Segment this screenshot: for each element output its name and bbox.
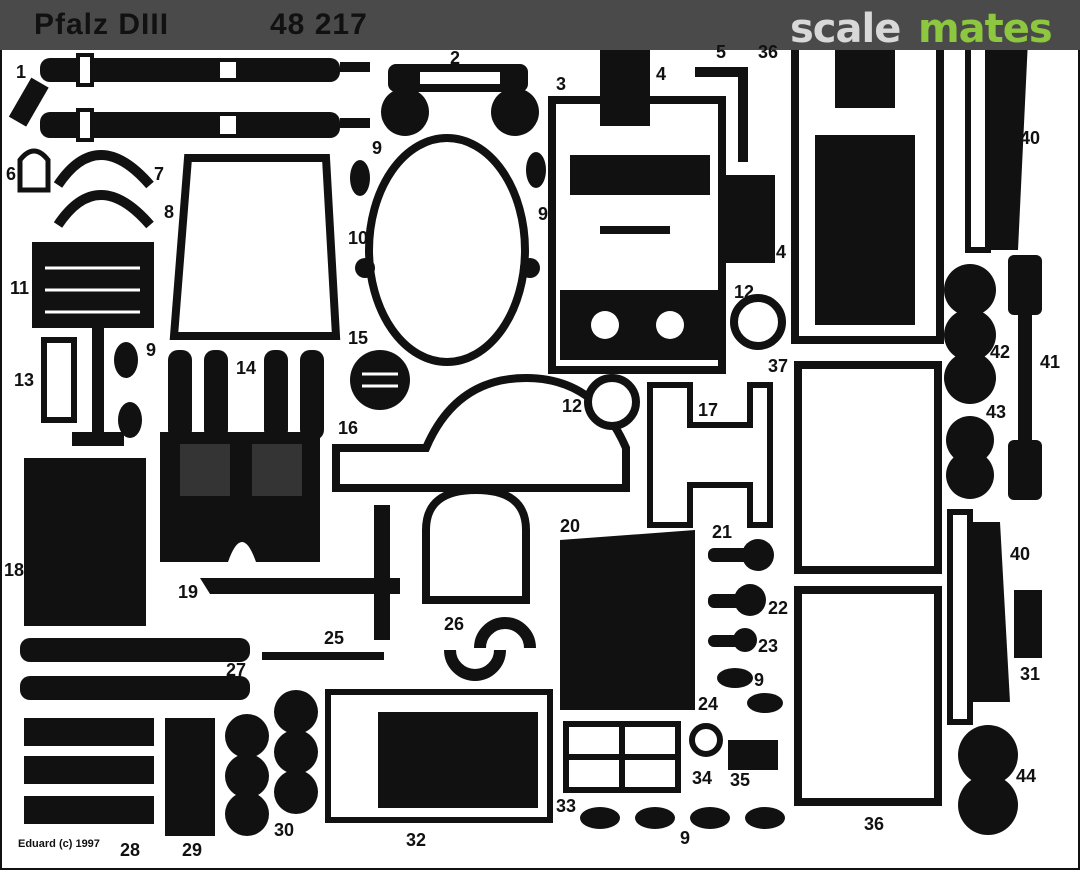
part-13 bbox=[41, 337, 77, 423]
label-40a: 40 bbox=[1020, 128, 1041, 148]
part-28 bbox=[24, 718, 154, 824]
part-2 bbox=[381, 64, 539, 136]
part-3 bbox=[548, 96, 726, 374]
label-17: 17 bbox=[698, 400, 719, 420]
part-42-43-44 bbox=[944, 264, 1018, 835]
part-8 bbox=[53, 190, 154, 229]
label-35: 35 bbox=[730, 770, 751, 790]
label-16: 16 bbox=[338, 418, 359, 438]
sheet-title: Pfalz DIII bbox=[34, 8, 170, 41]
label-31: 31 bbox=[1020, 664, 1041, 684]
label-42: 42 bbox=[990, 342, 1011, 362]
part-25 bbox=[262, 652, 384, 660]
part-4a bbox=[600, 38, 650, 126]
part-5 bbox=[695, 67, 748, 162]
part-34 bbox=[689, 723, 723, 757]
part-10-oval bbox=[365, 134, 529, 366]
label-27: 27 bbox=[226, 660, 247, 680]
part-33 bbox=[563, 721, 681, 793]
part-21-23 bbox=[708, 539, 774, 652]
label-25: 25 bbox=[324, 628, 345, 648]
label-21: 21 bbox=[712, 522, 733, 542]
label-43: 43 bbox=[986, 402, 1007, 422]
label-26: 26 bbox=[444, 614, 465, 634]
label-18: 18 bbox=[4, 560, 25, 580]
label-1: 1 bbox=[16, 62, 27, 82]
label-33: 33 bbox=[556, 796, 577, 816]
label-14: 14 bbox=[236, 358, 257, 378]
label-36: 36 bbox=[864, 814, 885, 834]
copyright: Eduard (c) 1997 bbox=[18, 838, 100, 850]
label-4a: 4 bbox=[656, 64, 667, 84]
part-26 bbox=[444, 649, 506, 681]
part-17 bbox=[647, 382, 773, 528]
label-11: 11 bbox=[10, 278, 30, 298]
part-30 bbox=[225, 690, 318, 836]
part-15 bbox=[350, 350, 410, 410]
part-4b bbox=[720, 175, 775, 263]
part-27 bbox=[20, 638, 250, 700]
part-20 bbox=[560, 530, 695, 710]
label-40b: 40 bbox=[1010, 544, 1031, 564]
part-16 bbox=[332, 373, 630, 492]
label-19: 19 bbox=[178, 582, 199, 602]
part-7 bbox=[53, 150, 154, 189]
label-44: 44 bbox=[1016, 766, 1037, 786]
part-41 bbox=[1008, 255, 1042, 500]
part-9-tags bbox=[114, 152, 785, 829]
part-1-belts bbox=[8, 53, 370, 142]
part-37 bbox=[794, 361, 942, 574]
part-19 bbox=[200, 578, 400, 594]
label-13: 13 bbox=[14, 370, 35, 390]
label-12b: 12 bbox=[562, 396, 583, 416]
part-35 bbox=[728, 740, 778, 770]
part-12a bbox=[730, 294, 786, 350]
part-8-panel bbox=[169, 154, 341, 340]
label-30: 30 bbox=[274, 820, 295, 840]
label-2: 2 bbox=[450, 48, 461, 68]
label-41: 41 bbox=[1040, 352, 1061, 372]
label-24: 24 bbox=[698, 694, 719, 714]
label-15: 15 bbox=[348, 328, 369, 348]
part-12b bbox=[584, 374, 640, 430]
part-6 bbox=[17, 148, 51, 193]
label-28: 28 bbox=[120, 840, 141, 860]
label-34: 34 bbox=[692, 768, 713, 788]
label-9c: 9 bbox=[146, 340, 157, 360]
label-9a: 9 bbox=[372, 138, 383, 158]
part-40b bbox=[947, 509, 973, 725]
part-11 bbox=[32, 242, 154, 328]
label-9b: 9 bbox=[538, 204, 549, 224]
label-22: 22 bbox=[768, 598, 789, 618]
label-3: 3 bbox=[556, 74, 567, 94]
label-7: 7 bbox=[154, 164, 165, 184]
header-bar: Pfalz DIII 48 217 scale mates bbox=[0, 0, 1080, 52]
label-23: 23 bbox=[758, 636, 779, 656]
part-31 bbox=[1014, 590, 1042, 658]
label-20: 20 bbox=[560, 516, 581, 536]
label-5: 5 bbox=[716, 42, 727, 62]
watermark-mates: mates bbox=[918, 6, 1053, 52]
label-37: 37 bbox=[768, 356, 789, 376]
part-18 bbox=[24, 458, 146, 626]
part-14 bbox=[160, 350, 324, 562]
part-29 bbox=[165, 718, 215, 836]
label-10: 10 bbox=[348, 228, 369, 248]
label-12a: 12 bbox=[734, 282, 755, 302]
label-38: 36 bbox=[758, 42, 779, 62]
label-9e: 9 bbox=[680, 828, 691, 848]
watermark-scale: scale bbox=[790, 6, 901, 52]
label-8: 8 bbox=[164, 202, 175, 222]
label-9d: 9 bbox=[754, 670, 765, 690]
label-4b: 4 bbox=[776, 242, 787, 262]
label-6: 6 bbox=[6, 164, 17, 184]
part-36 bbox=[794, 586, 942, 806]
catalog-number: 48 217 bbox=[270, 8, 368, 41]
label-29: 29 bbox=[182, 840, 203, 860]
part-40a bbox=[965, 37, 991, 253]
label-32: 32 bbox=[406, 830, 427, 850]
